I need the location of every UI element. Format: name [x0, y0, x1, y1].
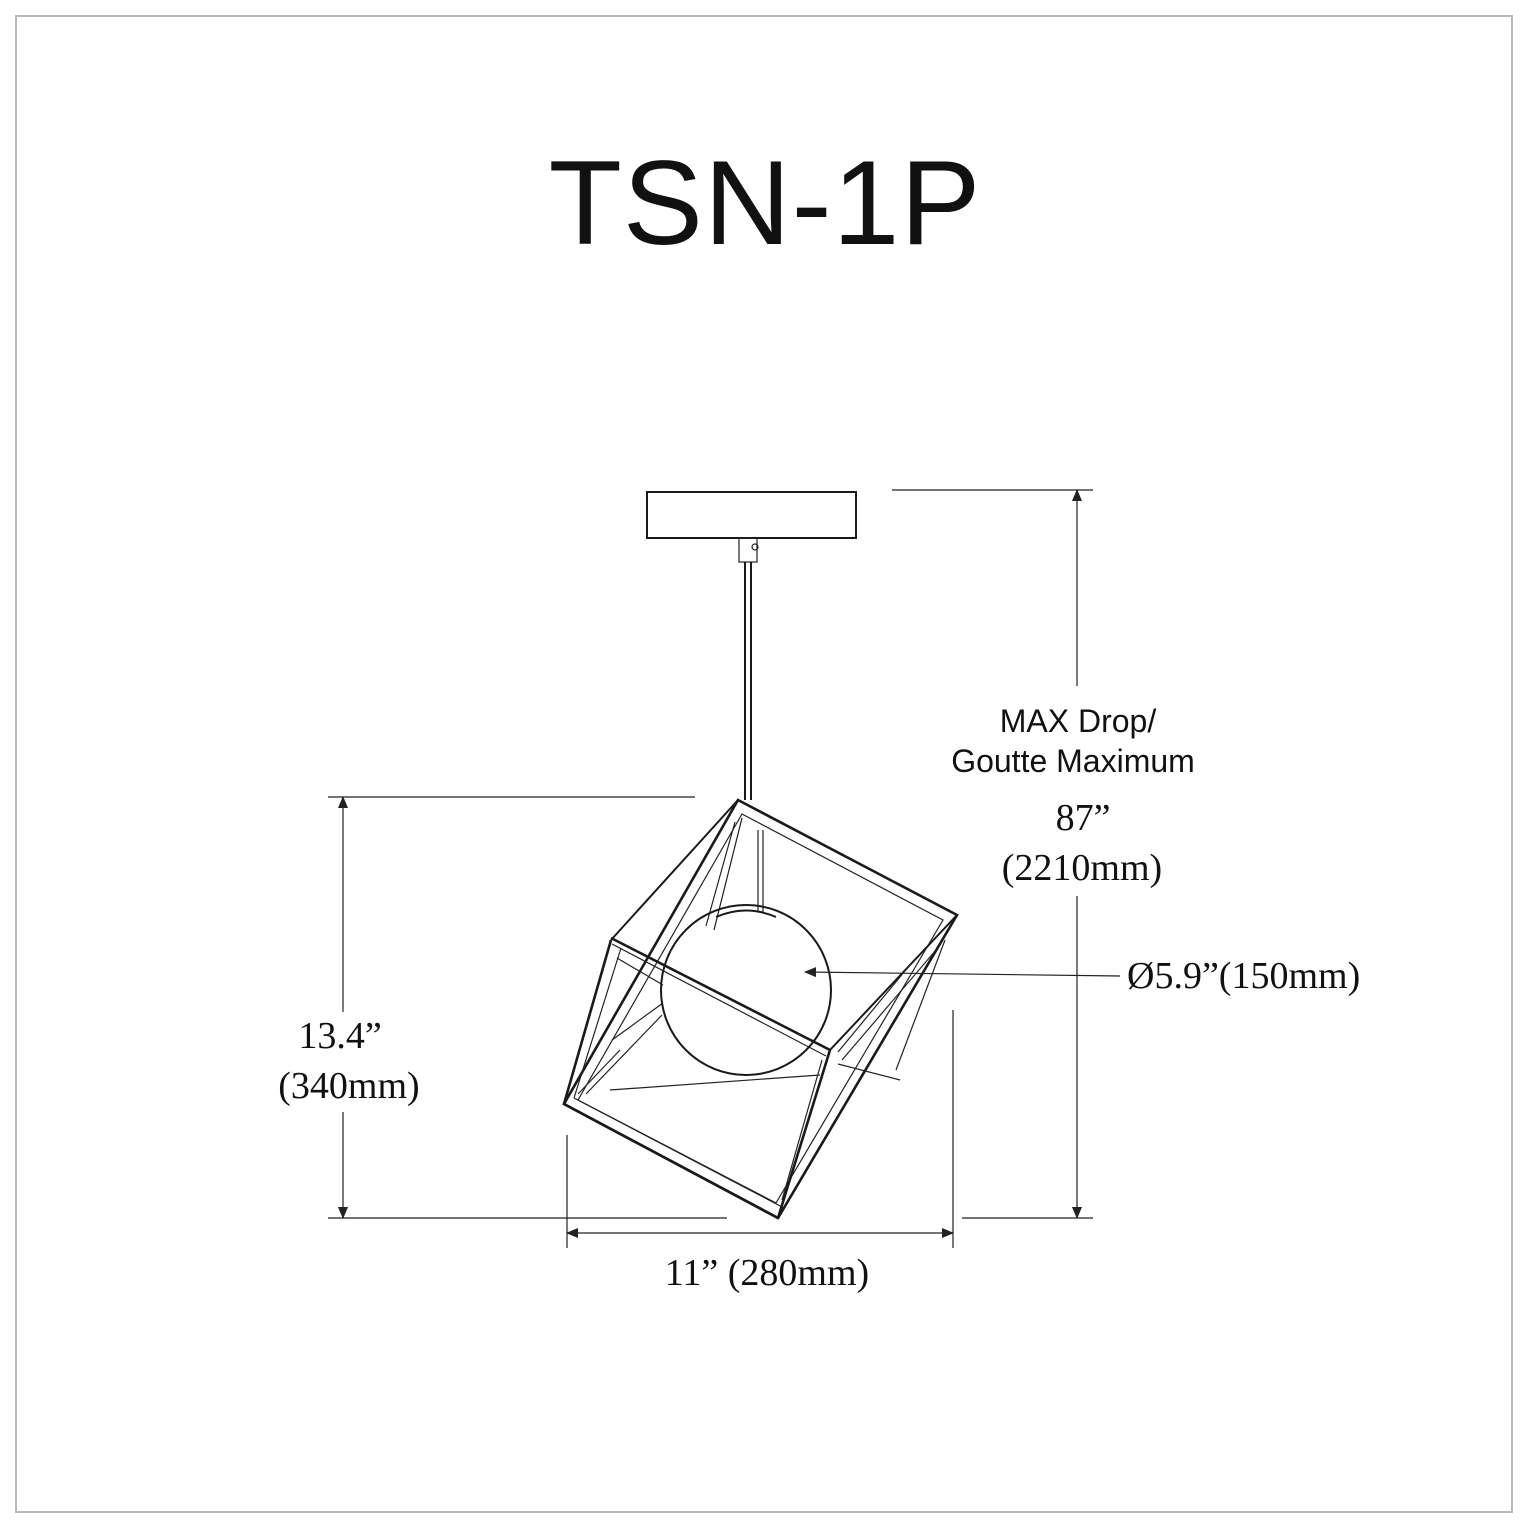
globe-diameter-leader	[804, 967, 1121, 978]
pendant-rod	[738, 537, 764, 912]
height-inches-label: 13.4”	[298, 1015, 381, 1057]
width-label: 11” (280mm)	[665, 1252, 869, 1294]
max-drop-label: MAX Drop/	[1000, 703, 1157, 739]
drop-inches-label: 87”	[1056, 797, 1111, 839]
height-mm-label: (340mm)	[278, 1065, 419, 1107]
globe-diameter-label: Ø5.9”(150mm)	[1127, 955, 1360, 997]
glass-globe	[660, 904, 832, 1076]
max-drop-dimension	[892, 489, 1093, 1219]
drop-mm-label: (2210mm)	[1002, 847, 1162, 889]
width-dimension	[566, 1010, 954, 1248]
goutte-maximum-label: Goutte Maximum	[951, 743, 1195, 779]
height-dimension	[328, 796, 727, 1219]
cube-frame	[562, 798, 959, 1220]
page-border	[15, 15, 1513, 1513]
model-title: TSN-1P	[548, 136, 982, 270]
ceiling-canopy	[646, 491, 857, 539]
